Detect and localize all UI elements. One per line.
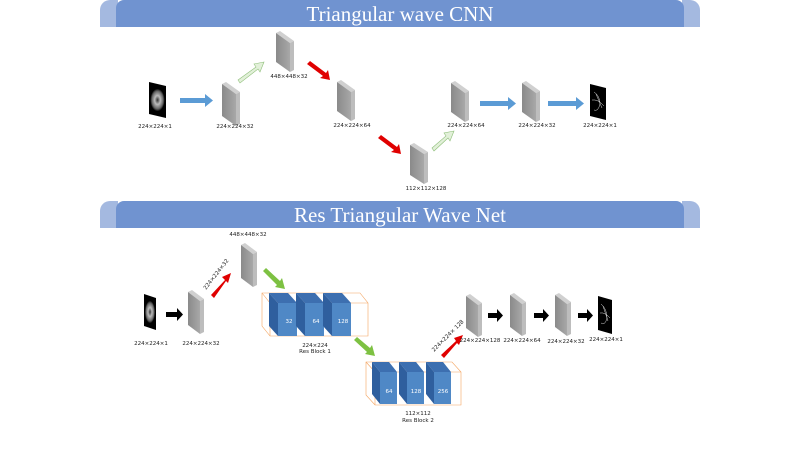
output-image-top [590, 84, 606, 120]
arrow-downsample [307, 61, 330, 80]
label-res2-size: 112×112 [405, 411, 431, 417]
label-input: 224×224×1 [134, 341, 168, 347]
arrow-upsample [237, 61, 265, 84]
res1-channel-2: 64 [313, 319, 320, 325]
res-block-1-layer-1 [269, 293, 297, 336]
label-res2-name: Res Block 2 [402, 418, 434, 424]
feature-map-b3 [466, 294, 482, 337]
label-l1: 224×224×32 [216, 124, 253, 130]
banner-right-edge [682, 201, 700, 228]
arrow-green [354, 337, 375, 356]
label-b4: 224×224×64 [503, 338, 541, 344]
feature-map-b4 [510, 293, 526, 336]
feature-map-l4 [410, 143, 428, 184]
res-block-2-layer-1 [372, 362, 397, 404]
arrow-blue [480, 97, 516, 110]
feature-map-l2 [276, 31, 294, 72]
label-res1-name: Res Block 1 [299, 349, 331, 355]
label-b3: 224×224×128 [460, 338, 501, 344]
banner-left-edge [100, 0, 118, 27]
label-l3: 224×224×64 [333, 123, 371, 129]
diagram-title-top: Triangular wave CNN [306, 2, 494, 26]
feature-map-l3 [337, 80, 355, 121]
arrow-upsample [431, 130, 455, 152]
feature-map-l1 [222, 82, 240, 126]
banner-res-triangular-wave-net: Res Triangular Wave Net [100, 201, 700, 228]
output-image-bottom [598, 296, 612, 334]
label-l5: 224×224×64 [447, 123, 485, 129]
res1-channel-3: 128 [338, 319, 349, 325]
label-output: 224×224×1 [589, 337, 623, 343]
input-image-top [149, 82, 166, 118]
banner-body [116, 0, 684, 27]
res-block-2 [365, 361, 462, 406]
banner-triangular-wave-cnn: Triangular wave CNN [100, 0, 700, 27]
label-output: 224×224×1 [583, 123, 617, 129]
label-l4: 112×112×128 [406, 186, 447, 192]
arrow-black [488, 309, 503, 322]
label-l2: 448×448×32 [270, 74, 307, 80]
feature-map-b2 [241, 243, 257, 287]
label-l6: 224×224×32 [518, 123, 555, 129]
label-b2: 448×448×32 [229, 232, 266, 238]
res2-channel-3: 256 [438, 389, 449, 395]
feature-map-l5 [451, 81, 469, 122]
label-up1: 224×224×32 [203, 258, 231, 291]
arrow-upsample-red [211, 273, 231, 298]
arrow-downsample [378, 135, 401, 154]
feature-map-l6 [522, 81, 540, 122]
input-image-bottom [144, 294, 156, 330]
label-b5: 224×224×32 [547, 339, 584, 345]
banner-left-edge [100, 201, 118, 228]
res2-channel-2: 128 [411, 389, 422, 395]
arrow-black [534, 309, 549, 322]
res-block-1 [261, 292, 369, 337]
res1-channel-1: 32 [286, 319, 293, 325]
label-res1-size: 224×224 [302, 343, 328, 349]
arrow-black [578, 309, 593, 322]
feature-map-b5 [555, 293, 571, 336]
res2-channel-1: 64 [386, 389, 393, 395]
label-b1: 224×224×32 [182, 341, 219, 347]
arrow-green [263, 268, 285, 289]
banner-body [116, 201, 684, 228]
arrow-blue [548, 97, 584, 110]
banner-right-edge [682, 0, 700, 27]
res-block-2-layer-3 [426, 362, 451, 404]
label-input: 224×224×1 [138, 124, 172, 130]
res-block-1-layer-3 [323, 293, 351, 336]
diagram-title-bottom: Res Triangular Wave Net [294, 203, 506, 227]
arrow-blue [180, 94, 213, 107]
res-block-2-layer-2 [399, 362, 424, 404]
res-block-1-layer-2 [296, 293, 324, 336]
feature-map-b1 [188, 290, 204, 334]
arrow-upsample-red [441, 335, 463, 358]
arrow-black [166, 308, 183, 321]
